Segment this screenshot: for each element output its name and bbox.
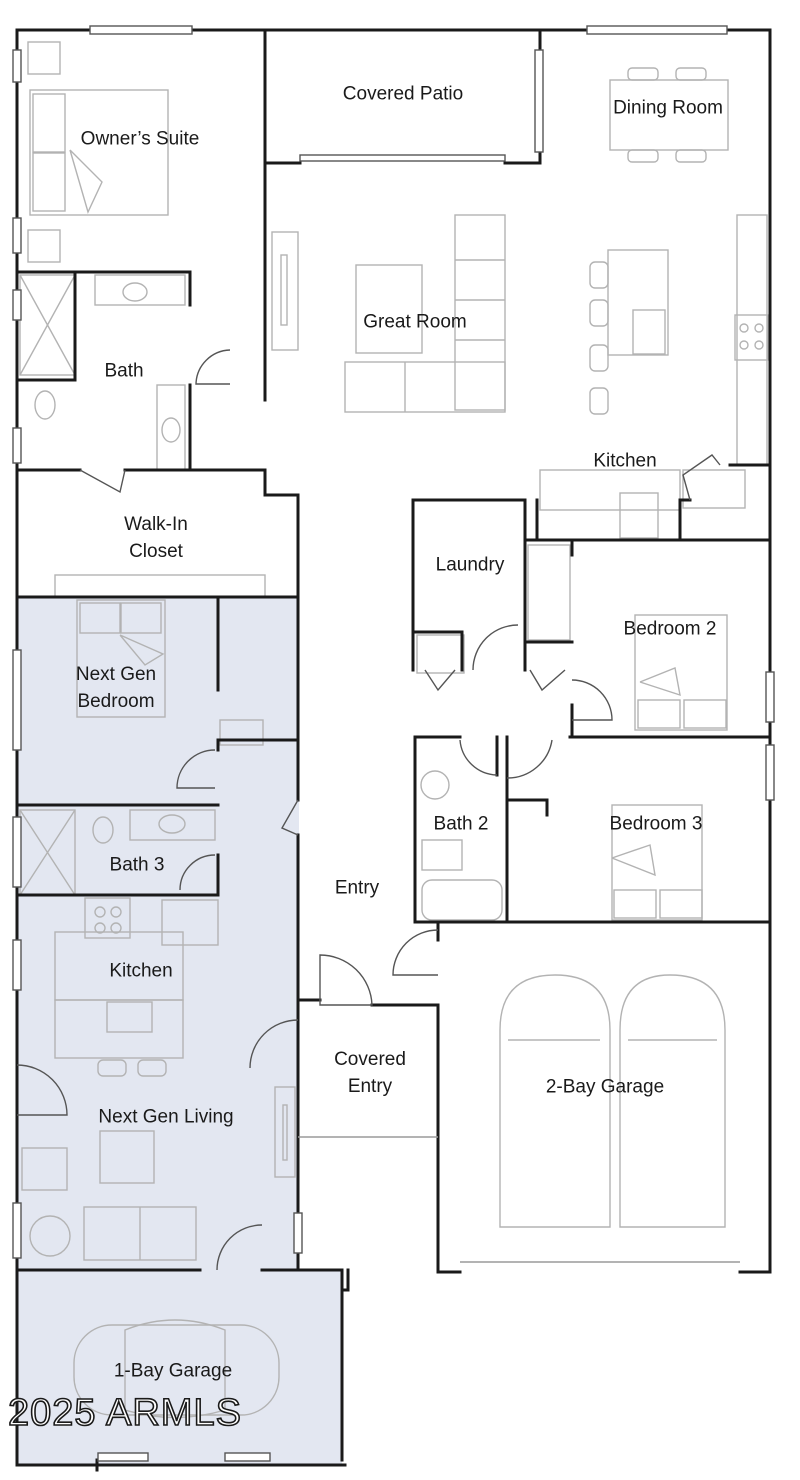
room-label-next-gen-bedroom: Next Gen Bedroom <box>76 661 156 715</box>
room-label-owners-suite: Owner’s Suite <box>80 128 200 150</box>
room-label-2-bay-garage: 2-Bay Garage <box>545 1076 665 1098</box>
room-label-next-gen-kitchen: Kitchen <box>109 960 173 982</box>
room-label-1-bay-garage: 1-Bay Garage <box>113 1360 233 1382</box>
watermark: 2025 ARMLS <box>7 1391 242 1435</box>
room-label-bedroom-2: Bedroom 2 <box>623 618 717 640</box>
room-label-laundry: Laundry <box>435 554 505 576</box>
next-gen-suite-shading <box>17 597 342 1465</box>
room-label-line: Closet <box>129 541 183 562</box>
room-label-line: Next Gen <box>75 664 157 685</box>
room-label-line: Bedroom <box>77 691 155 712</box>
room-label-bath-2: Bath 2 <box>433 813 489 835</box>
room-label-bedroom-3: Bedroom 3 <box>609 813 703 835</box>
room-label-entry: Entry <box>334 877 380 899</box>
room-label-kitchen: Kitchen <box>593 450 657 472</box>
walls <box>15 28 772 1472</box>
room-label-line: Entry <box>347 1076 393 1097</box>
room-label-line: Covered <box>334 1049 406 1070</box>
doors <box>16 349 721 1271</box>
room-label-bath-3: Bath 3 <box>109 854 165 876</box>
room-label-covered-entry: Covered Entry <box>334 1046 406 1100</box>
room-label-dining-room: Dining Room <box>613 97 723 119</box>
room-label-next-gen-living: Next Gen Living <box>98 1106 234 1128</box>
room-label-walk-in-closet: Walk-In Closet <box>124 511 188 565</box>
room-label-great-room: Great Room <box>363 311 467 333</box>
room-label-covered-patio: Covered Patio <box>342 83 464 105</box>
windows <box>12 25 775 1462</box>
room-label-line: Walk-In <box>124 514 188 535</box>
room-label-bath: Bath <box>104 360 144 382</box>
